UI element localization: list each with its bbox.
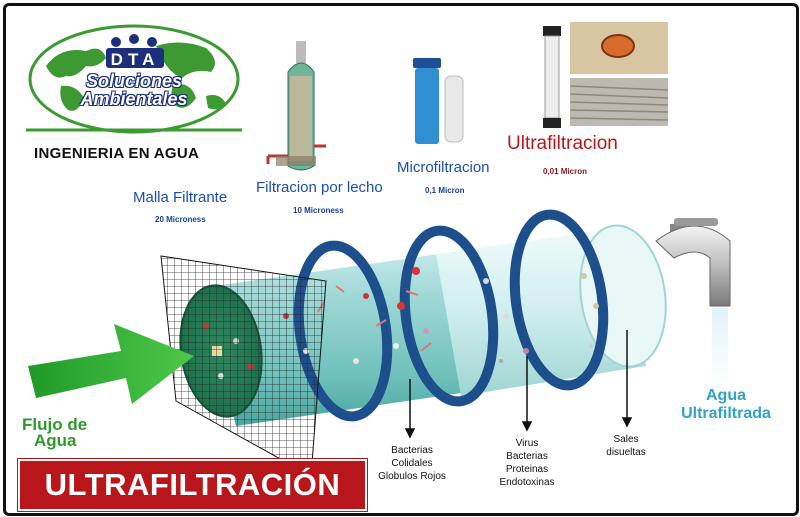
removed-final-list: Sales disueltas: [606, 434, 646, 458]
removed-micro-list: Bacterias Colidales Globulos Rojos: [378, 445, 446, 482]
malla-mesh-screen: [160, 255, 327, 477]
stage-ultra-label: Ultrafiltracion: [507, 133, 618, 154]
ring-ultra: [509, 209, 609, 391]
pointer-lines: [404, 330, 633, 439]
stage-lecho-label: Filtracion por lecho: [256, 179, 383, 196]
ring-micro: [399, 225, 499, 407]
water-stream: [712, 308, 728, 388]
uf-membrane-icon: [543, 22, 669, 128]
logo-letters: DTA: [110, 50, 160, 69]
title-banner: ULTRAFILTRACIÓN: [18, 459, 367, 511]
stage-micro-label: Microfiltracion: [397, 159, 490, 176]
logo-tagline: INGENIERIA EN AGUA: [34, 145, 200, 162]
logo-continent-oceania: [206, 95, 226, 110]
logo-continent-eurasia: [156, 42, 215, 78]
logo-continent-south: [60, 85, 84, 111]
stage-malla-label: Malla Filtrante: [133, 189, 228, 206]
sand-tank-icon: [266, 41, 326, 171]
removed-ultra-list: Virus Bacterias Proteinas Endotoxinas: [499, 438, 555, 488]
logo-people-icon: [111, 34, 157, 47]
logo-continent-africa: [171, 83, 196, 108]
logo-line2: Ambientales: [80, 89, 188, 109]
stage-micro-micron: 0,1 Micron: [425, 186, 465, 195]
flow-out-label: Agua Ultrafiltrada: [681, 387, 771, 422]
stage-malla-micron: 20 Microness: [155, 215, 206, 224]
logo-continent-americas: [46, 48, 106, 78]
stage-lecho-micron: 10 Microness: [293, 206, 344, 215]
flow-in-arrow: [28, 324, 194, 404]
filtration-illustration: [26, 22, 731, 477]
micro-cartridge-icon: [413, 58, 464, 144]
logo-line1: Soluciones: [85, 71, 183, 91]
faucet-icon: [655, 218, 731, 388]
stage-ultra-micron: 0,01 Micron: [543, 167, 588, 176]
flow-in-label: Flujo de Agua: [22, 415, 88, 450]
company-logo: [26, 24, 242, 134]
logo-letter-box: [106, 48, 164, 68]
diagram-frame: DTA Soluciones Ambientales INGENIERIA EN…: [3, 3, 799, 516]
